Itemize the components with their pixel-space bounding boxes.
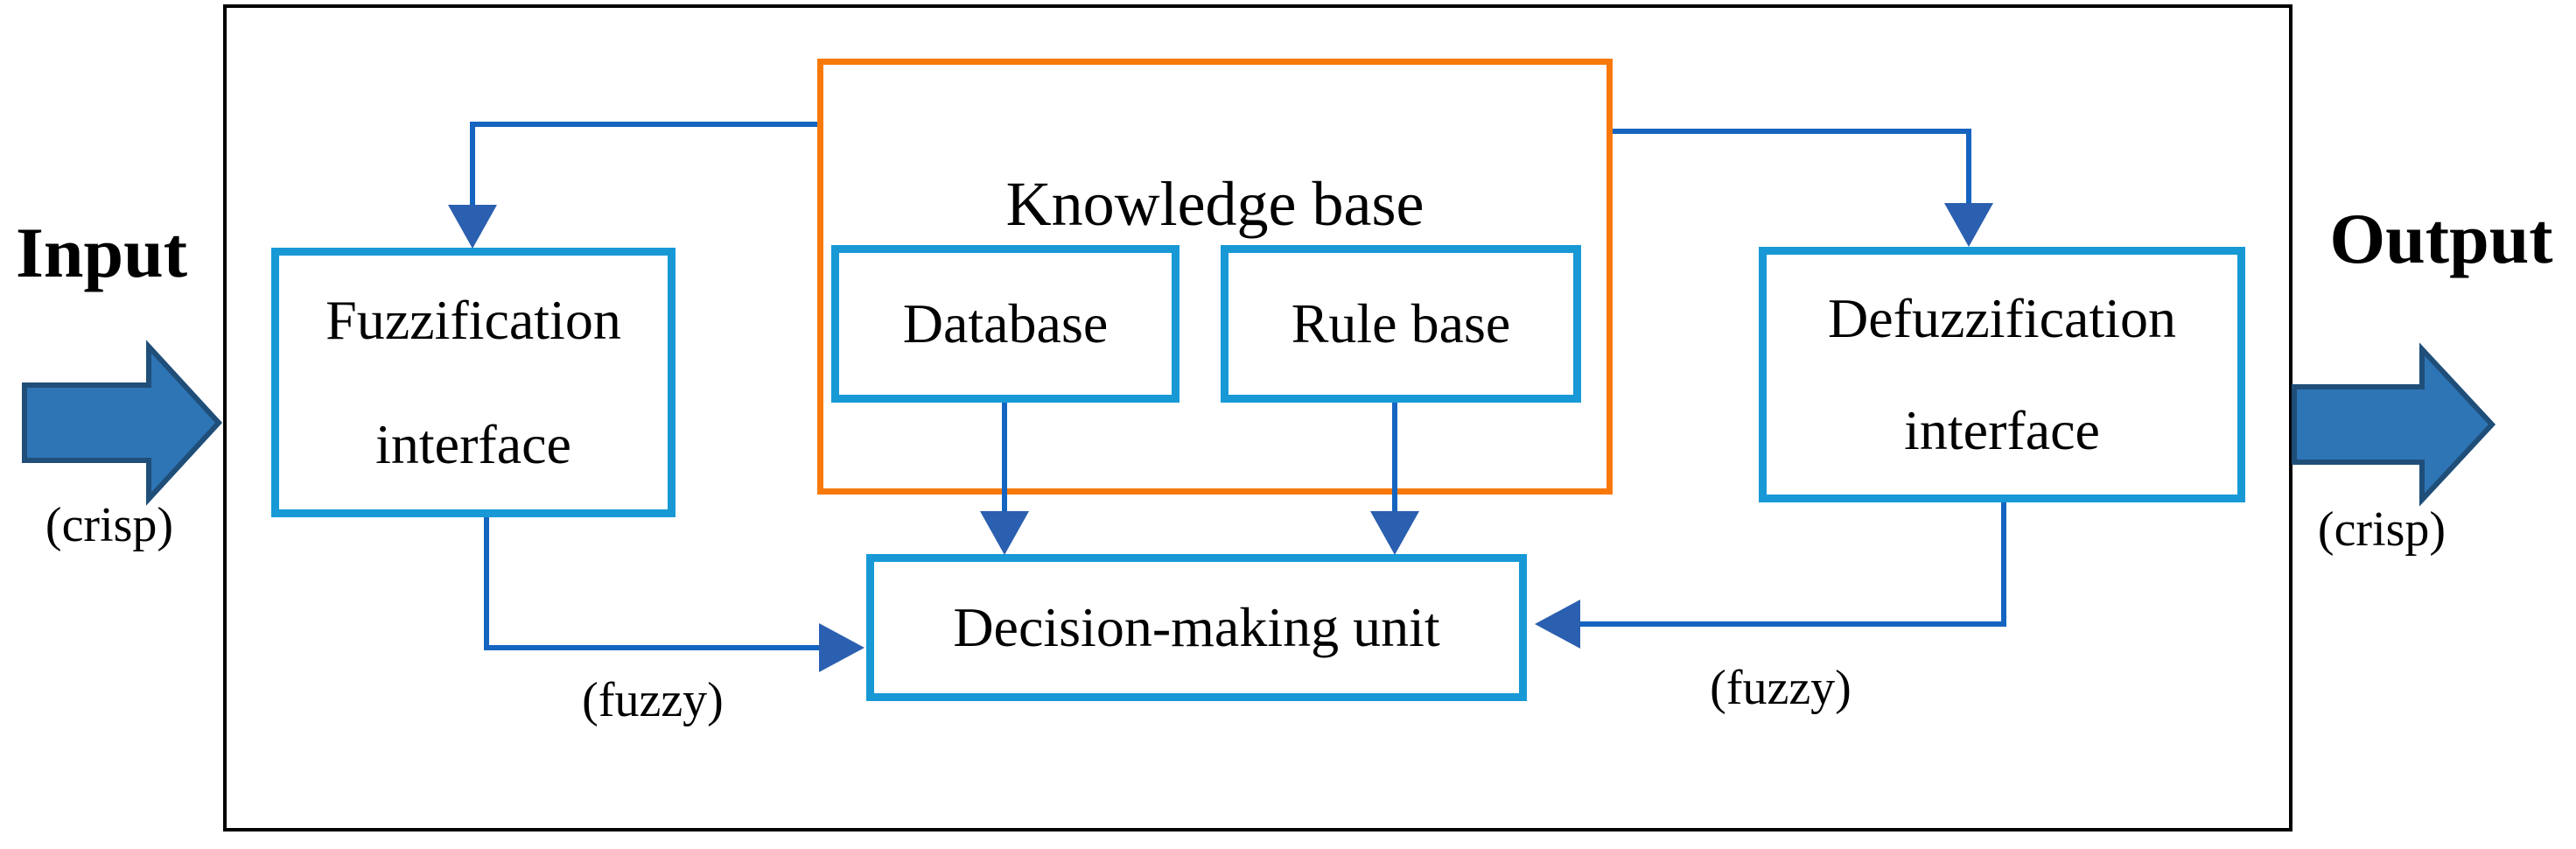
fuzzification-label-line1: Fuzzification xyxy=(326,289,621,352)
decision-making-unit-box: Decision-making unit xyxy=(866,554,1527,701)
input-label: Input xyxy=(15,213,188,292)
database-label: Database xyxy=(902,292,1109,355)
knowledge-base-title: Knowledge base xyxy=(1005,169,1424,239)
defuzzification-label-line2: interface xyxy=(1904,399,2100,461)
decision-making-unit-label: Decision-making unit xyxy=(953,596,1440,659)
database-box: Database xyxy=(831,245,1180,403)
defuzzification-box: Defuzzification interface xyxy=(1759,247,2245,502)
defuzzification-label-line1: Defuzzification xyxy=(1828,287,2176,350)
output-block-arrow-icon xyxy=(2292,342,2496,507)
input-crisp-label: (crisp) xyxy=(45,498,174,552)
fuzzy-right-label: (fuzzy) xyxy=(1710,661,1852,715)
rule-base-label: Rule base xyxy=(1291,292,1511,355)
fuzzification-label-line2: interface xyxy=(375,413,571,475)
fuzzy-left-label: (fuzzy) xyxy=(582,673,724,727)
input-block-arrow-icon xyxy=(22,340,223,506)
rule-base-box: Rule base xyxy=(1221,245,1581,403)
output-label: Output xyxy=(2329,199,2553,278)
output-crisp-label: (crisp) xyxy=(2317,502,2446,557)
fuzzification-box: Fuzzification interface xyxy=(271,248,676,517)
